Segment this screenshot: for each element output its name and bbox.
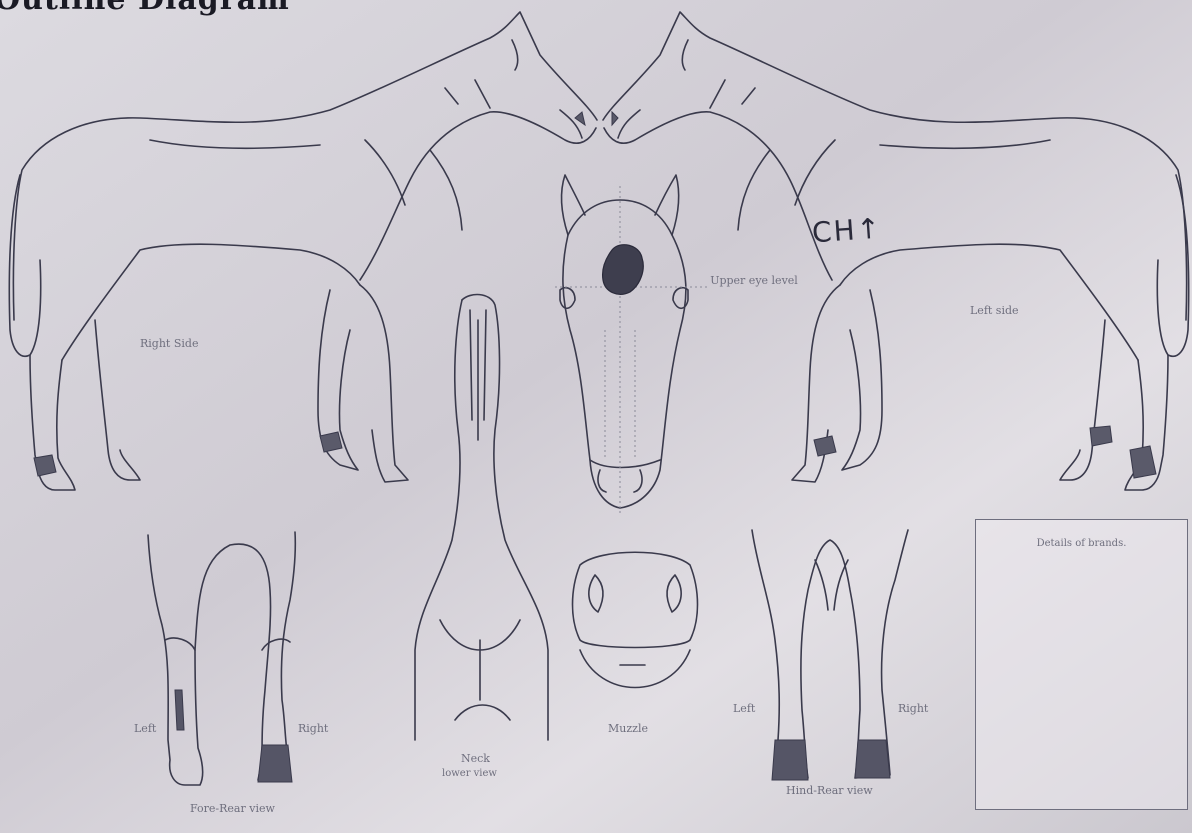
label-fore-right: Right [298,722,328,735]
label-right-side: Right Side [140,337,198,350]
label-hind-rear-view: Hind-Rear view [786,784,873,797]
label-fore-rear-view: Fore-Rear view [190,802,275,815]
label-left-side: Left side [970,304,1019,317]
page-title: Outline Diagram [0,0,290,17]
label-hind-right: Right [898,702,928,715]
label-fore-left: Left [134,722,156,735]
label-upper-eye-level: Upper eye level [708,274,800,287]
label-neck: Neck [461,752,490,765]
handwritten-marking: CH↑ [811,212,883,250]
brand-details-box: Details of brands. [975,519,1188,810]
label-neck-lower-view: lower view [442,768,497,779]
label-hind-left: Left [733,702,755,715]
label-muzzle: Muzzle [608,722,648,735]
brand-details-heading: Details of brands. [976,538,1187,549]
